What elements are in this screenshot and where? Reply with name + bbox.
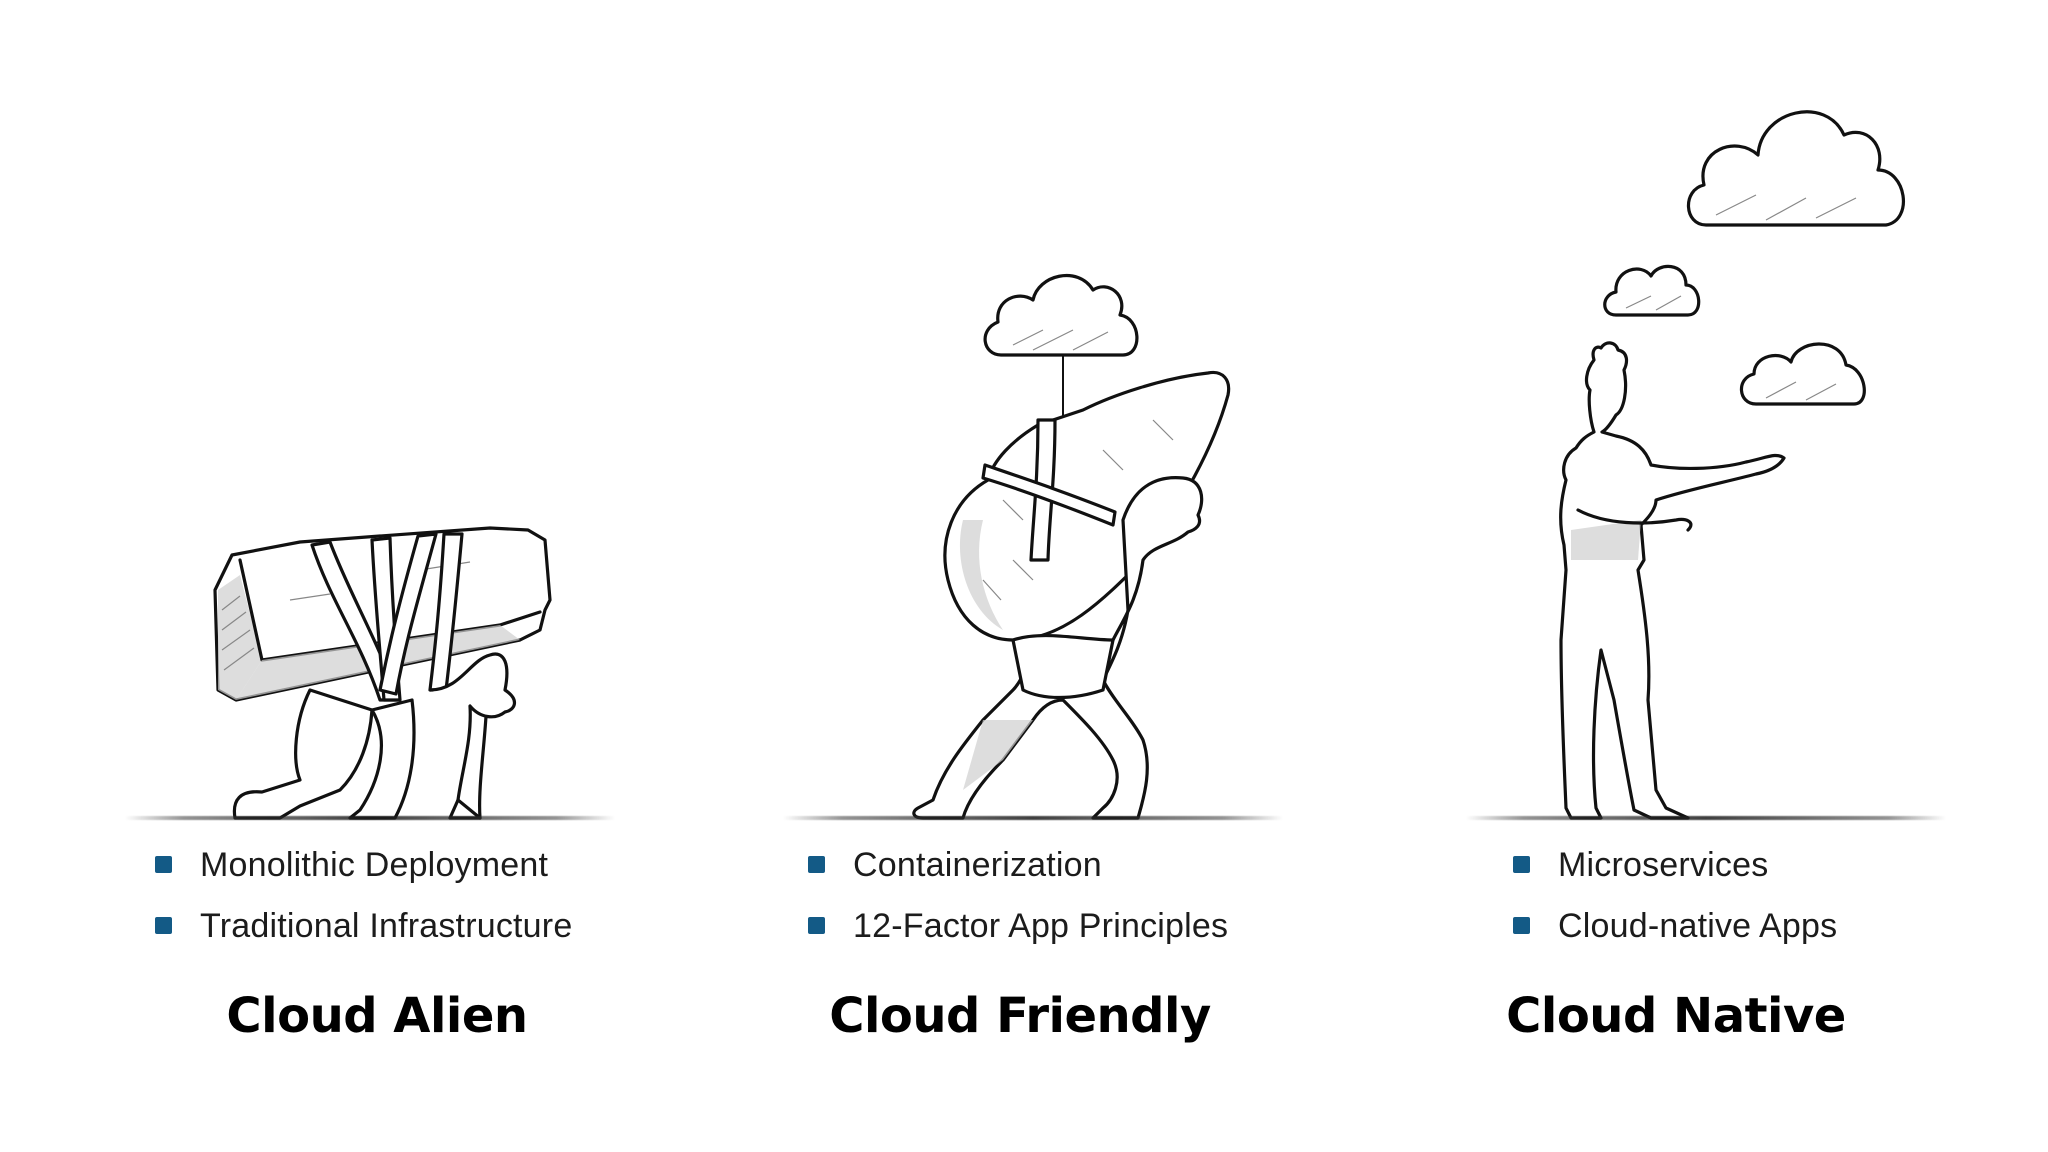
bullet-item: Monolithic Deployment	[155, 846, 572, 907]
column-title: Cloud Native	[1506, 988, 1846, 1044]
bullet-square-icon	[1513, 917, 1530, 934]
walking-man-icon	[912, 476, 1204, 820]
bullet-list: Microservices Cloud-native Apps	[1513, 846, 1837, 968]
bullet-text: Containerization	[853, 846, 1102, 884]
crawling-man-icon	[232, 652, 516, 820]
column-title: Cloud Friendly	[829, 988, 1211, 1044]
cloud-icon-large	[1686, 110, 1905, 227]
column-cloud-alien: Monolithic Deployment Traditional Infras…	[0, 0, 683, 1152]
man-rock-cloud-illustration	[912, 273, 1231, 820]
ground-line	[125, 816, 615, 820]
bullet-text: Cloud-native Apps	[1558, 907, 1838, 945]
bullet-square-icon	[808, 856, 825, 873]
column-title: Cloud Alien	[226, 988, 528, 1044]
strap-icon	[310, 532, 464, 702]
bullet-text: Microservices	[1558, 846, 1769, 884]
bullet-text: 12-Factor App Principles	[853, 907, 1229, 945]
bullet-item: Cloud-native Apps	[1513, 907, 1837, 968]
ground-line	[1466, 816, 1946, 820]
man-juggling-clouds-illustration	[1559, 110, 1905, 820]
column-cloud-native: Microservices Cloud-native Apps Cloud Na…	[1366, 0, 2048, 1152]
cloud-icon-small	[1603, 264, 1701, 317]
column-cloud-friendly: Containerization 12-Factor App Principle…	[683, 0, 1366, 1152]
bullet-item: Microservices	[1513, 846, 1837, 907]
bullet-list: Containerization 12-Factor App Principle…	[808, 846, 1228, 968]
bullet-item: Containerization	[808, 846, 1228, 907]
standing-man-icon	[1559, 341, 1786, 820]
bullet-text: Traditional Infrastructure	[200, 907, 573, 945]
bullet-square-icon	[1513, 856, 1530, 873]
bullet-list: Monolithic Deployment Traditional Infras…	[155, 846, 572, 968]
bullet-item: Traditional Infrastructure	[155, 907, 572, 968]
cloud-icon	[983, 273, 1139, 357]
crawling-man-boulder-illustration	[213, 526, 552, 820]
cloud-icon-medium	[1739, 342, 1866, 406]
ground-line	[783, 816, 1283, 820]
bullet-square-icon	[155, 856, 172, 873]
bullet-item: 12-Factor App Principles	[808, 907, 1228, 968]
bullet-text: Monolithic Deployment	[200, 846, 549, 884]
bullet-square-icon	[155, 917, 172, 934]
bullet-square-icon	[808, 917, 825, 934]
